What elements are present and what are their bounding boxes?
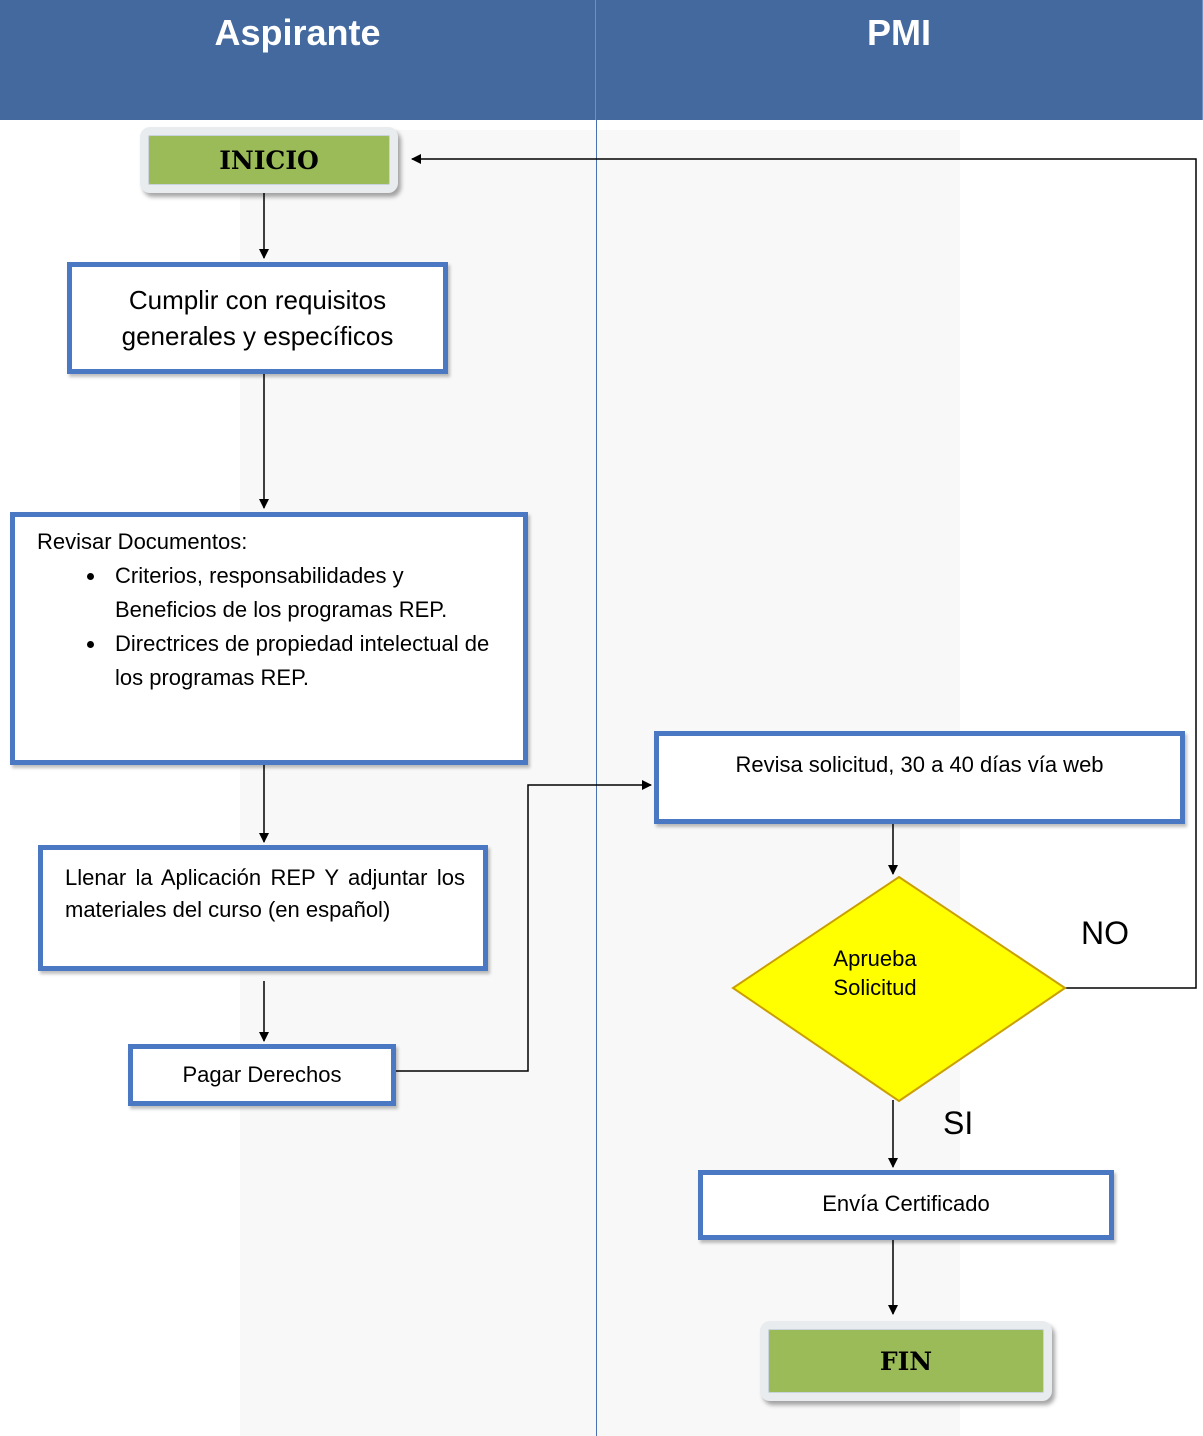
edge-label-no: NO (1081, 915, 1129, 951)
edge-label-si: SI (943, 1105, 974, 1141)
arrow-pagar-revisa (396, 780, 652, 1072)
arrow-no-loop (411, 154, 1197, 989)
step-envia-text: Envía Certificado (822, 1191, 990, 1216)
decision-line-2: Solicitud (833, 975, 917, 1000)
decision-line-1: Aprueba (833, 946, 917, 971)
step-llenar-aplicacion: Llenar la Aplicación REP Y adjuntar los … (38, 845, 488, 971)
decision-text: Aprueba Solicitud (800, 944, 950, 1002)
revisar-item-criterios: Criterios, responsabilidades y Beneficio… (107, 559, 503, 627)
step-cumplir-text: Cumplir con requisitos generales y espec… (121, 285, 394, 351)
lane-title-aspirante: Aspirante (214, 12, 381, 53)
step-pagar-text: Pagar Derechos (182, 1062, 342, 1087)
end-label: FIN (879, 1346, 933, 1376)
lane-header-aspirante: Aspirante (0, 0, 596, 120)
lane-title-pmi: PMI (866, 12, 931, 53)
end-terminal: FIN (760, 1321, 1052, 1401)
revisar-item-directrices: Directrices de propiedad intelectual de … (107, 627, 503, 695)
step-cumplir-requisitos: Cumplir con requisitos generales y espec… (67, 262, 448, 374)
step-revisar-documentos: Revisar Documentos: Criterios, responsab… (10, 512, 528, 765)
step-envia-certificado: Envía Certificado (698, 1170, 1114, 1240)
step-revisa-text: Revisa solicitud, 30 a 40 días vía web (735, 752, 1104, 777)
start-label: INICIO (219, 145, 319, 175)
step-pagar-derechos: Pagar Derechos (128, 1044, 396, 1106)
start-terminal: INICIO (140, 127, 398, 193)
revisar-title: Revisar Documentos: (37, 529, 248, 554)
lane-divider (596, 120, 597, 1436)
step-revisa-solicitud: Revisa solicitud, 30 a 40 días vía web (654, 731, 1185, 824)
step-llenar-text: Llenar la Aplicación REP Y adjuntar los … (65, 865, 465, 922)
decision-diamond (731, 875, 1067, 1103)
